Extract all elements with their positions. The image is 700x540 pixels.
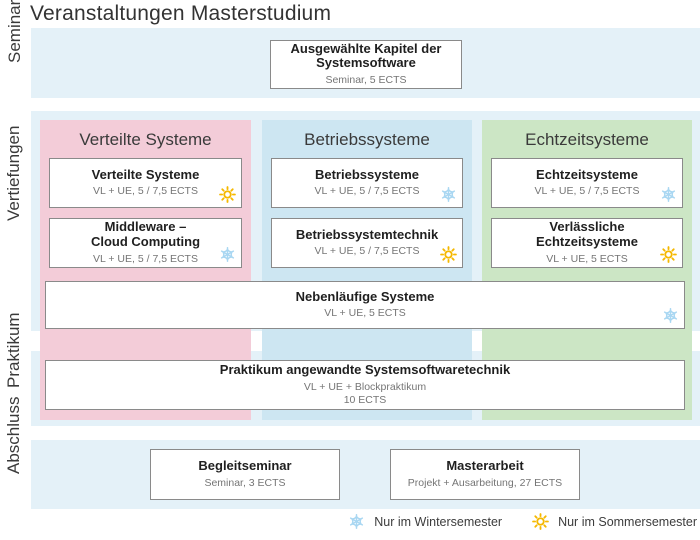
course-details: VL + UE, 5 ECTS	[324, 307, 406, 320]
course-box-ausgewaehlte-kapitel: Ausgewählte Kapitel der Systemsoftware S…	[270, 40, 462, 89]
sun-icon	[660, 246, 677, 263]
course-box-praktikum-systemsoftwaretechnik: Praktikum angewandte Systemsoftwaretechn…	[45, 360, 685, 410]
snowflake-icon	[660, 186, 677, 203]
sun-icon	[219, 186, 236, 203]
course-box-nebenlaeufige-systeme: Nebenläufige Systeme VL + UE, 5 ECTS	[45, 281, 685, 329]
course-box-masterarbeit: Masterarbeit Projekt + Ausarbeitung, 27 …	[390, 449, 580, 500]
legend-item-sommer: Nur im Sommersemester	[532, 513, 697, 530]
legend-item-winter: Nur im Wintersemester	[348, 513, 502, 530]
page-title: Veranstaltungen Masterstudium	[30, 2, 332, 25]
course-title: Betriebssysteme	[314, 166, 420, 182]
legend-label-sommer: Nur im Sommersemester	[558, 514, 697, 529]
course-title: Middleware –	[104, 219, 187, 235]
course-title: Verteilte Systeme	[91, 166, 200, 182]
course-details: Seminar, 3 ECTS	[204, 476, 286, 489]
column-header: Betriebssysteme	[304, 130, 430, 149]
course-title-line2: Echtzeitsysteme	[536, 233, 638, 249]
course-title: Praktikum angewandte Systemsoftwaretechn…	[219, 361, 511, 377]
course-title-line2: Cloud Computing	[90, 233, 201, 249]
course-box-betriebssysteme: Betriebssysteme VL + UE, 5 / 7,5 ECTS	[271, 158, 463, 208]
course-details: VL + UE, 5 / 7,5 ECTS	[93, 252, 198, 265]
column-header: Echtzeitsysteme	[525, 130, 649, 149]
sun-icon	[532, 513, 549, 530]
course-details: VL + UE, 5 / 7,5 ECTS	[93, 185, 198, 198]
course-title: Verlässliche	[549, 219, 625, 235]
course-box-echtzeitsysteme: Echtzeitsysteme VL + UE, 5 / 7,5 ECTS	[491, 158, 683, 208]
course-title: Begleitseminar	[198, 458, 292, 474]
course-title: Betriebssystemtechnik	[295, 226, 439, 242]
course-title: Ausgewählte Kapitel der	[290, 40, 442, 56]
course-title: Masterarbeit	[446, 458, 524, 474]
legend-label-winter: Nur im Wintersemester	[374, 514, 503, 529]
sun-icon	[440, 246, 457, 263]
snowflake-icon	[440, 186, 457, 203]
snowflake-icon	[348, 513, 365, 530]
column-header: Verteilte Systeme	[79, 130, 212, 149]
course-box-betriebssystemtechnik: Betriebssystemtechnik VL + UE, 5 / 7,5 E…	[271, 218, 463, 268]
course-ects: 10 ECTS	[343, 393, 387, 406]
course-details: VL + UE, 5 / 7,5 ECTS	[314, 245, 420, 258]
course-box-begleitseminar: Begleitseminar Seminar, 3 ECTS	[150, 449, 340, 500]
course-details: Projekt + Ausarbeitung, 27 ECTS	[407, 476, 563, 489]
snowflake-icon	[662, 307, 679, 324]
course-details: Seminar, 5 ECTS	[325, 74, 407, 87]
course-box-middleware-cloud-computing: Middleware – Cloud Computing VL + UE, 5 …	[49, 218, 242, 268]
course-details: VL + UE, 5 / 7,5 ECTS	[534, 185, 640, 198]
course-box-verteilte-systeme: Verteilte Systeme VL + UE, 5 / 7,5 ECTS	[49, 158, 242, 208]
course-details: VL + UE, 5 ECTS	[546, 252, 628, 265]
course-title: Echtzeitsysteme	[536, 166, 638, 182]
course-box-verlaessliche-echtzeitsysteme: Verlässliche Echtzeitsysteme VL + UE, 5 …	[491, 218, 683, 268]
course-details: VL + UE, 5 / 7,5 ECTS	[314, 185, 420, 198]
abschluss-band	[31, 440, 700, 509]
legend: Nur im Wintersemester Nur im Sommersemes…	[348, 513, 697, 530]
course-title-line2: Systemsoftware	[316, 55, 416, 71]
course-details: VL + UE + Blockpraktikum	[303, 380, 427, 393]
snowflake-icon	[219, 246, 236, 263]
course-title: Nebenläufige Systeme	[295, 288, 435, 304]
